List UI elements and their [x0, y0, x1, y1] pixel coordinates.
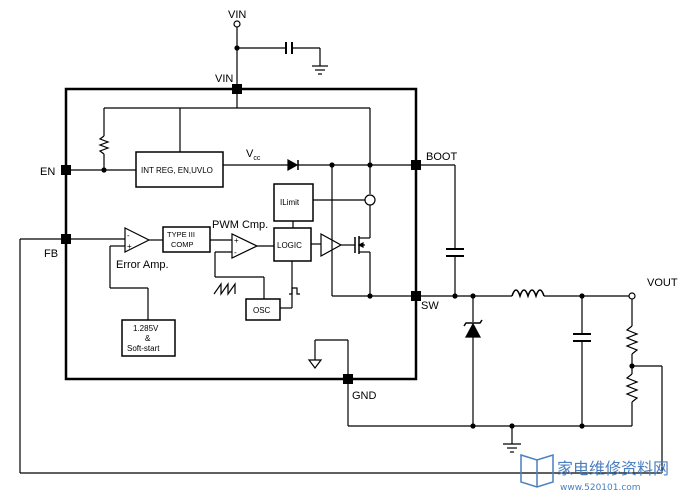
- label-en: EN: [40, 166, 55, 178]
- label-logic: LOGIC: [277, 241, 302, 250]
- output-inductor: [511, 289, 545, 299]
- pin-fb: [61, 234, 71, 244]
- label-sw: SW: [421, 300, 439, 312]
- reference-softstart-block: [121, 319, 176, 357]
- ic-package-outline: [64, 87, 418, 381]
- ground-symbol-output: [503, 443, 521, 453]
- label-pwm-minus: -: [234, 248, 237, 257]
- label-vcc: Vcc: [246, 148, 261, 162]
- current-sense-symbol: [364, 194, 376, 206]
- label-type3-line2: COMP: [171, 240, 194, 249]
- sawtooth-waveform: [213, 282, 236, 296]
- label-vin-top: VIN: [228, 9, 246, 21]
- label-pwm-plus: +: [234, 236, 239, 245]
- watermark-cn: 家电维修资料网: [557, 459, 669, 478]
- pin-gnd: [343, 374, 353, 384]
- int-reg-block: [135, 151, 224, 188]
- high-side-mosfet: [354, 235, 371, 296]
- error-amplifier: [124, 227, 151, 253]
- osc-block: [245, 298, 281, 321]
- watermark-book-icon: [520, 453, 554, 488]
- boot-capacitor: [446, 248, 464, 257]
- vin-terminal: [233, 20, 241, 28]
- label-fb: FB: [44, 248, 58, 260]
- enable-pullup-resistor: [98, 135, 110, 155]
- label-ea-minus: -: [127, 231, 130, 240]
- label-ref-line1: 1.285V: [133, 324, 159, 333]
- label-ilimit: ILimit: [280, 198, 300, 207]
- label-int-reg: INT REG, EN,UVLO: [141, 166, 213, 175]
- label-pwm-cmp: PWM Cmp.: [212, 219, 268, 231]
- pin-en: [61, 165, 71, 175]
- pulse-waveform: [289, 287, 300, 295]
- en-junction: [101, 167, 107, 173]
- label-vin-ic: VIN: [215, 73, 233, 85]
- site-watermark: 家电维修资料网 www.520101.com: [520, 453, 669, 493]
- feedback-resistor-lower: [625, 373, 639, 403]
- label-ref-line2: &: [145, 334, 151, 343]
- label-error-amp: Error Amp.: [116, 259, 169, 271]
- output-capacitor: [573, 333, 591, 342]
- boot-diode: [287, 158, 299, 172]
- feedback-resistor-upper: [625, 325, 639, 355]
- label-ref-line3: Soft-start: [127, 344, 160, 353]
- pin-boot: [411, 160, 421, 170]
- label-osc: OSC: [253, 306, 271, 315]
- schottky-diode: [463, 319, 483, 338]
- pin-sw: [411, 291, 421, 301]
- pin-vin: [232, 84, 242, 94]
- pwm-comparator: [231, 233, 259, 259]
- gate-driver-buffer: [320, 232, 343, 258]
- label-ea-plus: +: [127, 242, 132, 251]
- label-gnd: GND: [352, 390, 377, 402]
- label-vcc-sub: cc: [253, 155, 261, 162]
- ground-symbol-input: [312, 65, 328, 75]
- internal-ground-symbol: [307, 359, 323, 369]
- input-capacitor: [285, 42, 293, 54]
- label-boot: BOOT: [426, 151, 457, 163]
- label-type3-line1: TYPE III: [167, 230, 195, 239]
- label-vout: VOUT: [647, 277, 678, 289]
- watermark-url: www.520101.com: [560, 483, 641, 493]
